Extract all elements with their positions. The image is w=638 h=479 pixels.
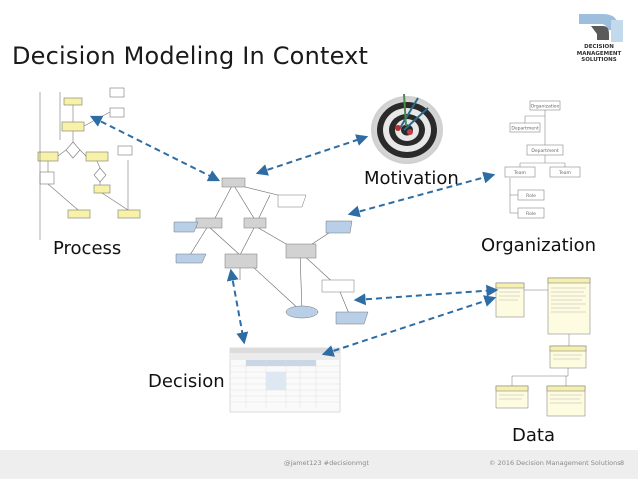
decision-table-image (229, 347, 341, 413)
arrow-organization-decision (347, 171, 496, 218)
motivation-target-image (371, 93, 443, 164)
org-node-team-1: Team (513, 170, 526, 176)
org-node-role-2: Role (526, 211, 536, 217)
arrow-data-decision-1 (353, 284, 499, 306)
footer-handle: @jamet123 #decisionmgt (284, 459, 369, 467)
org-node-department-1: Department (511, 126, 538, 132)
logo-text: DECISION MANAGEMENT SOLUTIONS (569, 44, 629, 64)
company-logo (579, 14, 623, 42)
label-decision: Decision (148, 371, 225, 392)
org-node-team-2: Team (558, 170, 571, 176)
organization-chart (504, 100, 581, 219)
label-process: Process (53, 238, 122, 259)
decision-requirements-diagram (173, 177, 369, 325)
arrow-data-decision-2 (321, 295, 497, 357)
label-motivation: Motivation (364, 168, 459, 189)
process-diagram (37, 87, 141, 240)
logo-line-3: SOLUTIONS (581, 57, 617, 63)
label-data: Data (512, 425, 555, 446)
page-number: 8 (620, 459, 625, 467)
arrow-decision-table (226, 268, 249, 345)
slide-footer: @jamet123 #decisionmgt © 2016 Decision M… (0, 450, 638, 479)
arrow-motivation-decision (255, 134, 369, 176)
footer-copyright: © 2016 Decision Management Solutions (489, 459, 621, 467)
org-node-department-2: Department (531, 148, 558, 154)
org-node-organization: Organization (531, 104, 560, 110)
context-connections (89, 115, 499, 357)
logo-line-2: MANAGEMENT (576, 50, 622, 57)
label-organization: Organization (481, 235, 597, 256)
logo-line-1: DECISION (584, 44, 614, 50)
data-model-diagram (495, 277, 591, 417)
org-node-role-1: Role (526, 193, 536, 199)
page-title: Decision Modeling In Context (12, 42, 369, 70)
arrow-process-decision (89, 115, 221, 182)
